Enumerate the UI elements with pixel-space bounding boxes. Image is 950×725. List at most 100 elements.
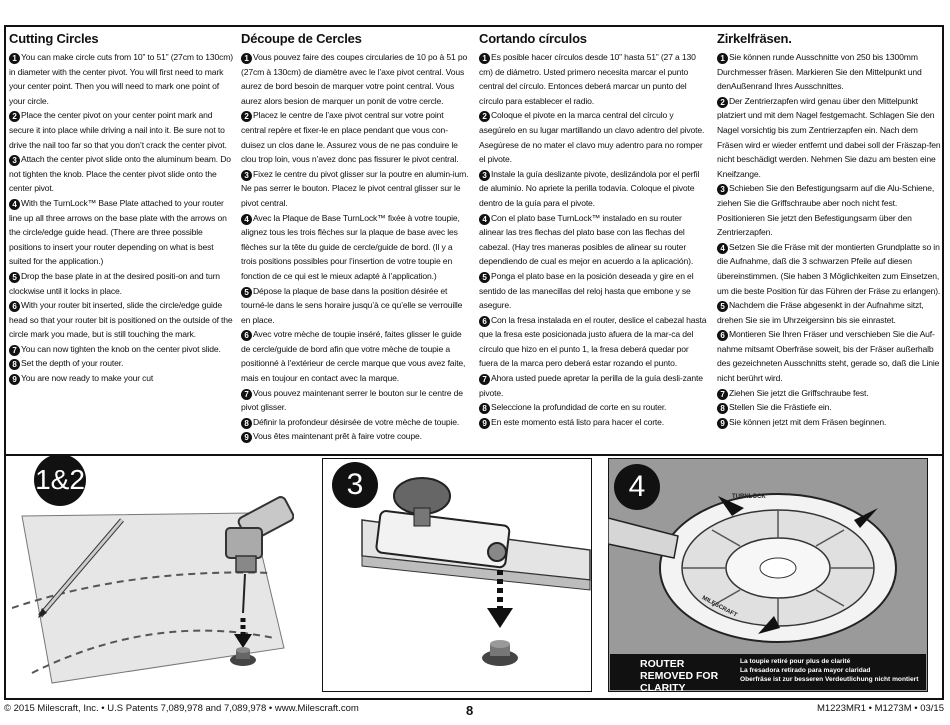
- step-text: You are now ready to make your cut: [21, 373, 154, 384]
- step-number-badge: 2: [479, 111, 490, 123]
- page-number: 8: [466, 703, 474, 718]
- step-number-badge: 8: [717, 403, 728, 415]
- step-text: Drop the base plate in at the desired po…: [9, 270, 220, 296]
- turnlock-label: TURNLOCK: [732, 494, 766, 500]
- figure-4: 4 TURNLOCK MILESCRAFT ROUTER REMOVED FOR…: [607, 457, 929, 694]
- footer-model-codes: M1223MR1 • M1273M • 03/15: [816, 703, 944, 714]
- step-number-badge: 7: [9, 344, 20, 356]
- step-number-badge: 4: [479, 213, 490, 225]
- step-text: Ziehen Sie jetzt die Griffschraube fest.: [729, 387, 869, 398]
- step-number-badge: 7: [241, 388, 252, 400]
- step-text: Es posible hacer círculos desde 10” hast…: [479, 52, 696, 106]
- figure-1-2-illustration: [11, 496, 295, 684]
- figure-badge: 3: [332, 462, 378, 508]
- step-text: Vous pouvez maintenant serrer le bouton …: [241, 387, 463, 413]
- step-number-badge: 3: [9, 155, 20, 167]
- caption-bar: ROUTER REMOVED FOR CLARITY La toupie ret…: [610, 654, 926, 694]
- step-text: En este momento está listo para hacer el…: [491, 416, 665, 427]
- step-text: Ahora usted puede apretar la perilla de …: [479, 373, 703, 398]
- step-text: Montieren Sie Ihren Fräser und verschieb…: [717, 329, 940, 384]
- figure-badge: 4: [614, 464, 660, 510]
- step-text: Der Zentrierzapfen wird genau über den M…: [717, 95, 941, 179]
- step-text: With the TurnLock™ Base Plate attached t…: [9, 197, 227, 267]
- step-number-badge: 9: [9, 374, 20, 386]
- step-text: Vous êtes maintenant prêt à faire votre …: [253, 431, 422, 442]
- step-text: Avec votre mèche de toupie inséré, faite…: [241, 329, 466, 384]
- step-text: Set the depth of your router.: [21, 358, 124, 369]
- step-text: Seleccione la profundidad de corte en su…: [491, 402, 667, 413]
- step-number-badge: 1: [241, 53, 252, 64]
- step-number-badge: 4: [241, 213, 252, 225]
- step-number-badge: 6: [241, 330, 252, 342]
- section-divider: [4, 454, 944, 456]
- step-number-badge: 8: [241, 417, 252, 429]
- figure-1-2: 1&2: [11, 454, 295, 692]
- step-text: Con la fresa instalada en el router, des…: [479, 314, 707, 369]
- step-text: Définir la profondeur désirsée de votre …: [253, 416, 460, 427]
- step-number-badge: 2: [9, 111, 20, 123]
- step-number-badge: 9: [479, 417, 490, 429]
- step-text: Schieben Sie den Befestigungsarm auf die…: [717, 183, 935, 238]
- footer-copyright: © 2015 Milescraft, Inc. • U.S Patents 7,…: [4, 703, 359, 714]
- caption-english: ROUTER REMOVED FOR CLARITY: [640, 658, 719, 694]
- step-text: You can make circle cuts from 10” to 51”…: [9, 52, 233, 106]
- step-number-badge: 3: [479, 169, 490, 181]
- step-text: Attach the center pivot slide onto the a…: [9, 154, 231, 194]
- column-title: Cutting Circles: [9, 31, 99, 46]
- step-text: You can now tighten the knob on the cent…: [21, 343, 221, 354]
- step-number-badge: 2: [717, 96, 728, 108]
- step-number-badge: 9: [717, 417, 728, 429]
- step-number-badge: 6: [717, 330, 728, 342]
- figure-3-illustration: [321, 457, 593, 693]
- step-number-badge: 8: [479, 403, 490, 415]
- caption-french: La toupie retiré pour plus de clarité: [740, 658, 851, 665]
- step-text: With your router bit inserted, slide the…: [9, 300, 233, 340]
- step-number-badge: 5: [479, 271, 490, 283]
- figure-4-illustration: [607, 457, 929, 693]
- step-text: Coloque el pivote en la marca central de…: [479, 110, 705, 165]
- column-title: Cortando círculos: [479, 31, 587, 46]
- step-number-badge: 5: [717, 301, 728, 313]
- figure-badge: 1&2: [34, 454, 86, 506]
- step-number-badge: 5: [9, 271, 20, 283]
- step-text: Nachdem die Fräse abgesenkt in der Aufna…: [717, 300, 924, 325]
- column-title: Découpe de Cercles: [241, 31, 362, 46]
- caption-spanish: La fresadora retirado para mayor clarida…: [740, 667, 871, 674]
- step-number-badge: 3: [241, 169, 252, 181]
- step-text: Stellen Sie die Frästiefe ein.: [729, 402, 832, 413]
